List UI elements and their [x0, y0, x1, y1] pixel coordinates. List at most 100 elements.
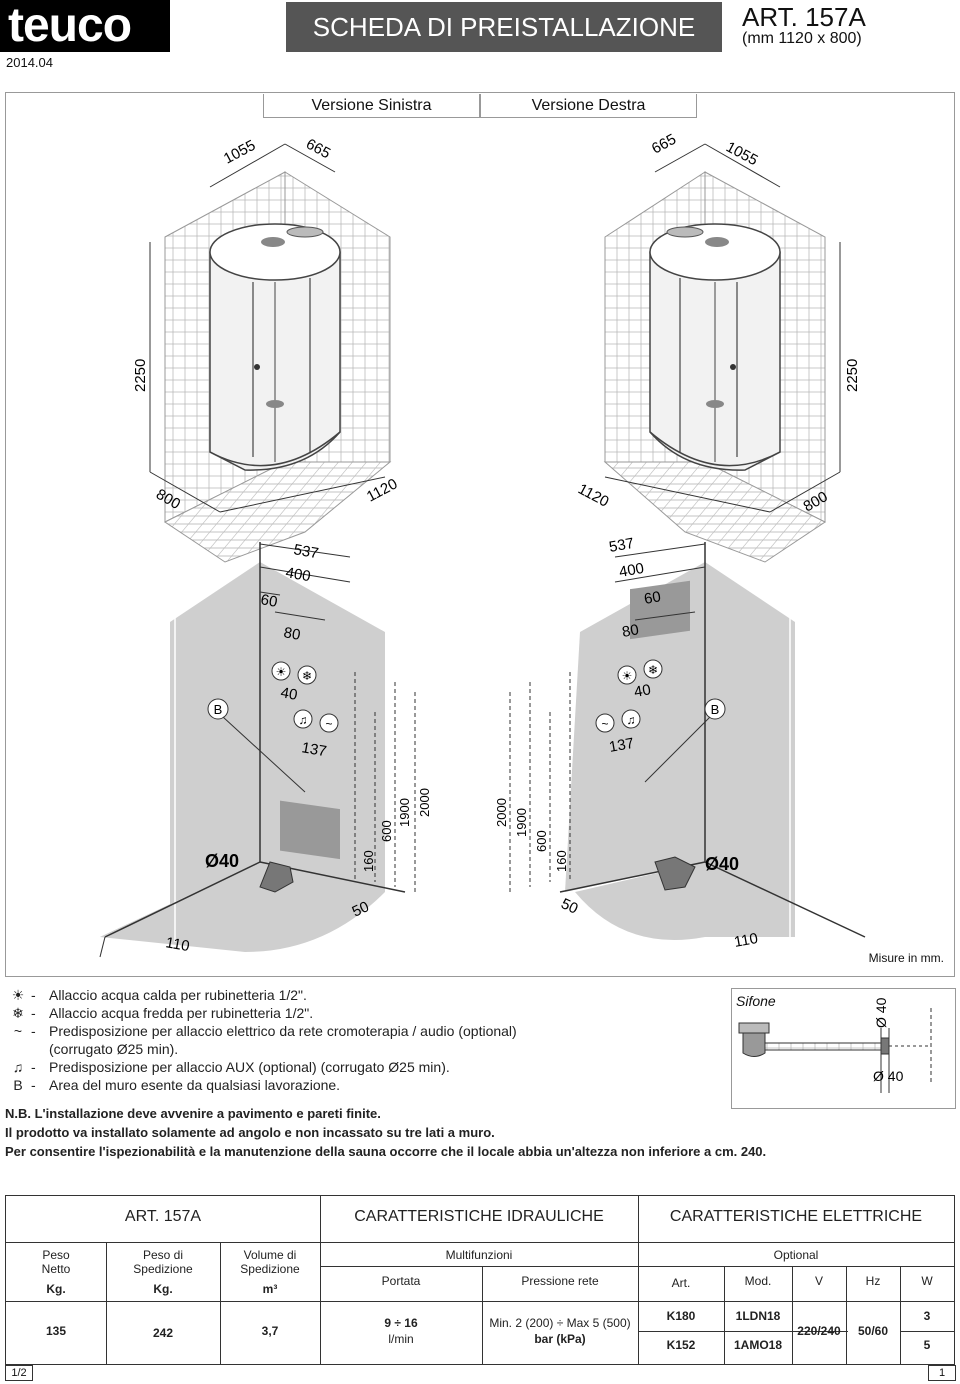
dim-lb-c: 60	[259, 591, 278, 611]
dim-left-w2: 665	[303, 136, 333, 163]
dim-rb-i: 110	[733, 930, 760, 951]
sifone-drawing: Ø 40 Ø 40	[738, 997, 932, 1093]
legend-text-aux: Predisposizione per allaccio AUX (option…	[49, 1059, 450, 1075]
col-optional: Optional	[773, 1248, 819, 1262]
page-number: 1	[928, 1365, 956, 1381]
dim-lb-area: B	[214, 702, 223, 717]
article-dimensions: (mm 1120 x 800)	[742, 30, 862, 47]
col-peso-sped: Peso di Spedizione	[133, 1248, 193, 1276]
snowflake-icon: ❄	[12, 1005, 24, 1021]
legend-text-area: Area del muro esente da qualsiasi lavora…	[49, 1077, 341, 1093]
dim-lb-a: 537	[292, 541, 320, 562]
left-top-view: 1055 665 2250 800 1120	[132, 136, 400, 563]
row1-mod: 1LDN18	[735, 1309, 781, 1323]
col-volume-unit: m³	[262, 1282, 278, 1296]
dim-rb-dia: Ø40	[705, 854, 739, 874]
col-volume: Volume di Spedizione	[240, 1248, 300, 1276]
dim-lb-b: 400	[284, 564, 312, 585]
val-peso-sped: 242	[152, 1326, 174, 1340]
col-peso-sped-unit: Kg.	[153, 1282, 173, 1296]
row2-art: K152	[666, 1338, 696, 1352]
col-peso-netto-unit: Kg.	[46, 1282, 66, 1296]
row1-art: K180	[666, 1309, 696, 1323]
col-peso-netto: Peso Netto	[41, 1248, 71, 1276]
dim-rb-d: 80	[621, 621, 640, 641]
dim-lb-dia: Ø40	[205, 851, 239, 871]
dim-lb-f: 137	[300, 739, 328, 760]
table-article: ART. 157A	[124, 1208, 202, 1225]
val-portata: 9 ÷ 16	[384, 1316, 418, 1330]
val-volume: 3,7	[261, 1324, 279, 1338]
col-v: V	[814, 1274, 823, 1288]
legend: ☀ - Allaccio acqua calda per rubinetteri…	[5, 985, 731, 1110]
dim-lb-e: 40	[279, 684, 298, 704]
dim-right-d1: 1120	[575, 481, 611, 511]
sun-icon: ☀	[622, 669, 633, 683]
sifone-dia-vertical: Ø 40	[873, 997, 889, 1028]
right-top-view: 665 1055 2250 1120 800	[575, 131, 861, 563]
music-note-icon: ♫	[12, 1059, 24, 1075]
col-hz: Hz	[865, 1274, 881, 1288]
val-portata-unit: l/min	[388, 1332, 414, 1346]
right-bottom-view: 537 400 60 80 ☀ ❄ 40 ~ ♫ 137 B 2000 1900…	[494, 535, 866, 951]
sifone-dia-horizontal: Ø 40	[873, 1068, 904, 1084]
val-pressione-unit: bar (kPa)	[534, 1332, 586, 1346]
legend-text-hot: Allaccio acqua calda per rubinetteria 1/…	[49, 987, 307, 1003]
document-date: 2014.04	[6, 55, 53, 70]
specs-table: ART. 157A CARATTERISTICHE IDRAULICHE CAR…	[5, 1195, 955, 1365]
units-note: Misure in mm.	[868, 951, 944, 965]
dim-rb-h3: 600	[534, 830, 549, 852]
sun-icon: ☀	[276, 665, 287, 679]
dim-rb-g: 50	[558, 895, 580, 917]
row2-mod: 1AMO18	[733, 1338, 783, 1352]
legend-text-corrugato: (corrugato Ø25 min).	[49, 1041, 179, 1057]
sifone-title: Sifone	[736, 993, 776, 1009]
left-bottom-view: 537 400 60 80 ☀ ❄ 40 ♫ ~ 137 B 160 600 1…	[99, 541, 432, 958]
page-indicator-left: 1/2	[5, 1365, 33, 1381]
drawing-frame	[5, 92, 955, 977]
snowflake-icon: ❄	[648, 663, 658, 677]
wave-icon: ~	[325, 717, 332, 731]
tab-right-version: Versione Destra	[480, 94, 697, 118]
dim-rb-h2: 1900	[514, 808, 529, 837]
table-electric-header: CARATTERISTICHE ELETTRICHE	[669, 1208, 923, 1225]
snowflake-icon: ❄	[302, 669, 312, 683]
row1-w: 3	[923, 1309, 931, 1323]
dim-right-w1: 665	[649, 131, 679, 158]
dim-rb-f: 137	[608, 735, 636, 756]
note-3: Per consentire l'ispezionabilità e la ma…	[5, 1144, 767, 1159]
dim-lb-d: 80	[282, 624, 301, 644]
legend-text-electric: Predisposizione per allaccio elettrico d…	[49, 1023, 517, 1039]
table-hydraulic-header: CARATTERISTICHE IDRAULICHE	[354, 1208, 604, 1225]
col-w: W	[921, 1274, 933, 1288]
music-note-icon: ♫	[299, 713, 308, 727]
sun-icon: ☀	[11, 987, 25, 1003]
dim-right-h: 2250	[844, 359, 861, 392]
dim-rb-a: 537	[608, 535, 636, 556]
dim-lb-g: 50	[350, 898, 372, 920]
dim-lb-i: 110	[164, 934, 191, 955]
music-note-icon: ♫	[627, 713, 636, 727]
dim-rb-area: B	[711, 702, 720, 717]
col-multifunzioni: Multifunzioni	[445, 1248, 513, 1262]
col-pressione: Pressione rete	[521, 1274, 599, 1288]
dim-lb-h2: 600	[379, 820, 394, 842]
dim-lb-h3: 1900	[397, 798, 412, 827]
dim-lb-h1: 160	[361, 850, 376, 872]
dim-rb-h4: 160	[554, 850, 569, 872]
col-mod: Mod.	[744, 1274, 772, 1288]
article-code: ART. 157A	[742, 2, 866, 32]
tab-left-version: Versione Sinistra	[263, 94, 480, 118]
sifone-box	[731, 988, 956, 1109]
document-title: SCHEDA DI PREISTALLAZIONE	[286, 2, 722, 52]
brand-logo: teuco	[0, 0, 170, 52]
col-art: Art.	[671, 1276, 691, 1290]
val-frequency: 50/60	[857, 1324, 889, 1338]
col-portata: Portata	[381, 1274, 421, 1288]
row2-w: 5	[923, 1338, 931, 1352]
dim-rb-c: 60	[643, 588, 662, 608]
dim-rb-h1: 2000	[494, 798, 509, 827]
dim-rb-e: 40	[633, 681, 652, 701]
legend-text-cold: Allaccio acqua fredda per rubinetteria 1…	[49, 1005, 314, 1021]
note-2: Il prodotto va installato solamente ad a…	[5, 1125, 495, 1140]
